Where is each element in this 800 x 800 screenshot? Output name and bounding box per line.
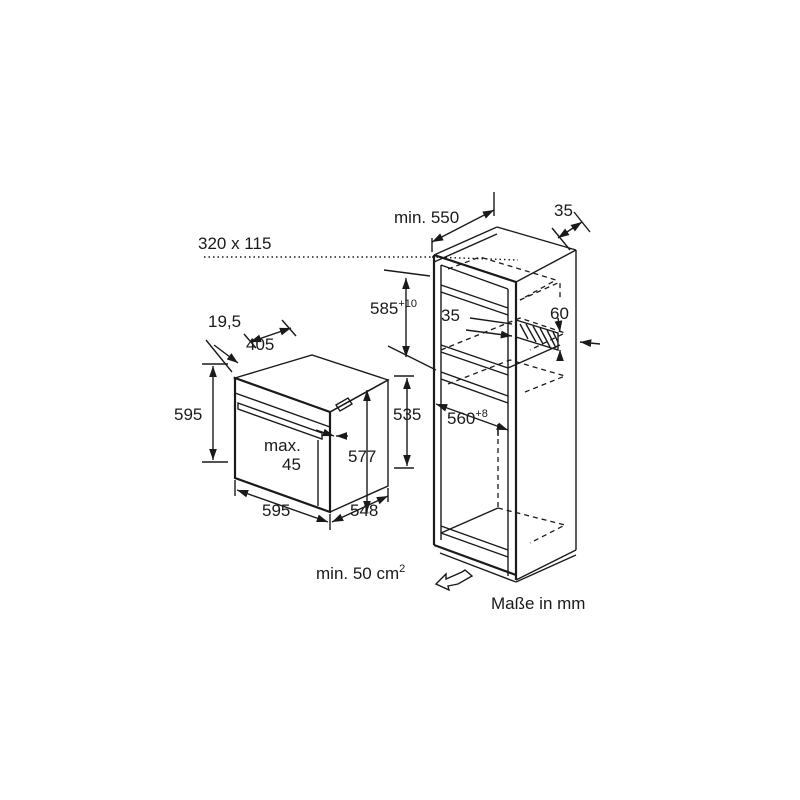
oven-drawing (232, 354, 390, 514)
label-niche-width-tolerance: +8 (475, 408, 488, 420)
label-max: max. (264, 436, 301, 455)
label-vent-value: min. 50 cm (316, 564, 399, 583)
cabinet-dimensions: min. 550 35 320 x 115 585+10 35 60 (198, 192, 601, 613)
oven-top (232, 354, 390, 413)
label-vent-sup: 2 (399, 563, 405, 575)
oven-dimensions: 595 19,5 405 577 535 max. 45 595 548 (174, 312, 421, 530)
label-oven-depth: 548 (350, 501, 378, 520)
vent-arrow-icon (434, 569, 474, 592)
label-niche-width-value: 560 (447, 409, 475, 428)
ventilation-opening (515, 319, 559, 351)
label-vent: min. 50 cm2 (316, 563, 405, 583)
label-min-550: min. 550 (394, 208, 459, 227)
label-niche-height-tolerance: +10 (398, 298, 417, 310)
label-535: 535 (393, 405, 421, 424)
label-60: 60 (550, 304, 569, 323)
label-units: Maße in mm (491, 594, 585, 613)
label-niche-height-value: 585 (370, 299, 398, 318)
label-max-value: 45 (282, 455, 301, 474)
label-35-mid: 35 (441, 306, 460, 325)
label-niche-height: 585+10 (370, 298, 417, 318)
oven-side (329, 378, 389, 514)
label-oven-width: 595 (262, 501, 290, 520)
label-405: 405 (246, 335, 274, 354)
label-opening-size: 320 x 115 (198, 234, 271, 253)
oven-handle (237, 402, 323, 440)
label-oven-height: 595 (174, 405, 202, 424)
label-niche-width: 560+8 (447, 408, 488, 428)
label-35-top: 35 (554, 201, 573, 220)
cabinet-drawing (432, 226, 577, 583)
label-577: 577 (348, 447, 376, 466)
label-19-5: 19,5 (208, 312, 241, 331)
